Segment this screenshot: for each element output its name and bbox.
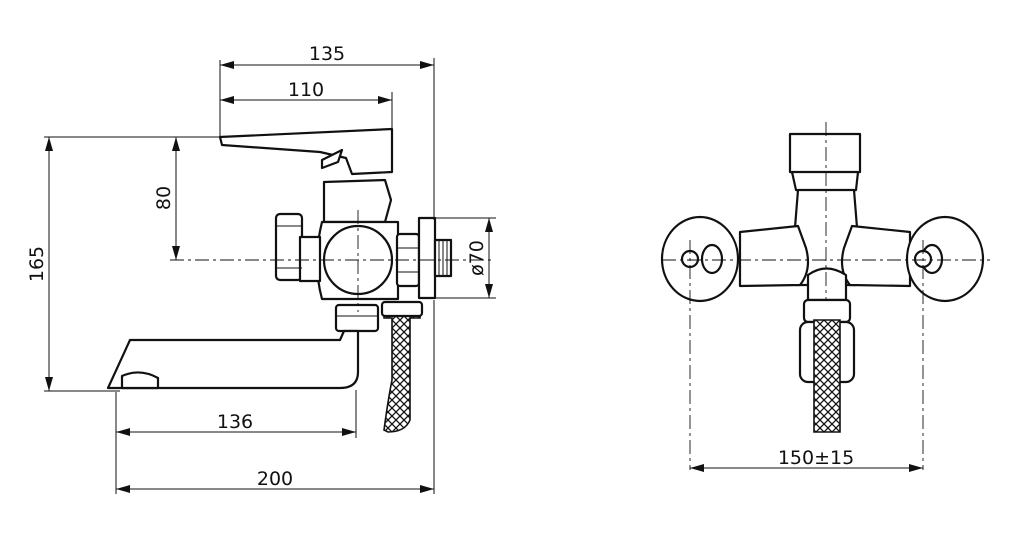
dim-110: 110 (288, 79, 324, 101)
cartridge-body (322, 178, 393, 224)
escutcheon (417, 216, 437, 300)
dim-200: 200 (257, 468, 293, 490)
dim-135: 135 (309, 43, 345, 65)
dim-80: 80 (153, 186, 175, 210)
dim-136: 136 (217, 411, 253, 433)
front-view: 150±15 (660, 122, 990, 472)
front-right-arm (840, 224, 912, 288)
spout-nut (334, 303, 380, 333)
dim-150-tolerance: 150±15 (778, 447, 854, 469)
left-nut (274, 212, 304, 282)
front-braided-hose (813, 319, 841, 433)
dim-165: 165 (26, 246, 48, 282)
front-hose-nut (802, 298, 852, 324)
front-lower-collar (806, 267, 848, 302)
front-left-escutcheon (660, 215, 740, 303)
braided-hose (383, 304, 421, 433)
front-right-escutcheon (905, 215, 985, 303)
front-left-arm (738, 224, 810, 288)
dim-diameter-70: ø70 (466, 240, 488, 276)
handle-lever (218, 127, 394, 176)
side-view: 135 110 80 165 ø70 136 200 (26, 43, 496, 494)
spout (106, 329, 360, 390)
front-handle-top (788, 132, 862, 177)
